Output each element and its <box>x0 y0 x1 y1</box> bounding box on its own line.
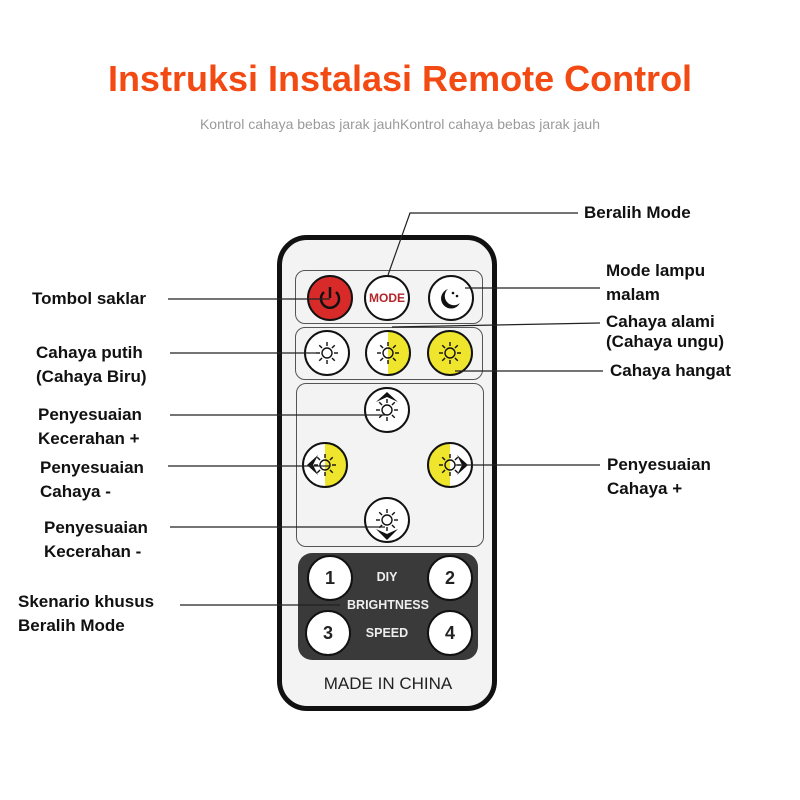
sun-icon <box>314 454 336 476</box>
scene-button-2[interactable]: 2 <box>427 555 473 601</box>
power-icon <box>319 287 341 309</box>
arrow-down-icon <box>376 529 398 540</box>
sun-icon <box>376 509 398 531</box>
made-in-label: MADE IN CHINA <box>323 674 453 693</box>
speed-label: SPEED <box>365 626 409 640</box>
natural-light-button[interactable] <box>365 330 411 376</box>
brightness-up-button[interactable] <box>364 387 410 433</box>
label-cahaya-alami: Cahaya alami (Cahaya ungu) <box>606 312 725 351</box>
label-cahaya-putih: Cahaya putih (Cahaya Biru) <box>36 343 147 386</box>
color-down-button[interactable] <box>302 442 348 488</box>
scene-button-1[interactable]: 1 <box>307 555 353 601</box>
power-button[interactable] <box>307 275 353 321</box>
diy-label: DIY <box>376 570 398 584</box>
label-cahaya-hangat: Cahaya hangat <box>610 361 731 380</box>
label-cahaya-plus: Penyesuaian Cahaya + <box>607 455 711 498</box>
warm-light-button[interactable] <box>427 330 473 376</box>
arrow-left-icon <box>307 455 318 475</box>
label-kecerahan-plus: Penyesuaian Kecerahan + <box>38 405 142 448</box>
label-kecerahan-minus: Penyesuaian Kecerahan - <box>44 518 148 561</box>
brightness-label: BRIGHTNESS <box>347 598 429 612</box>
subtitle: Kontrol cahaya bebas jarak jauhKontrol c… <box>199 116 601 132</box>
page-title: Instruksi Instalasi Remote Control <box>107 58 693 99</box>
sun-icon <box>439 342 461 364</box>
label-beralih-mode: Beralih Mode <box>584 203 691 222</box>
night-mode-button[interactable] <box>428 275 474 321</box>
label-mode-lampu-malam: Mode lampu malam <box>606 261 706 304</box>
scene-button-3[interactable]: 3 <box>305 610 351 656</box>
btn-label: 4 <box>444 622 455 643</box>
mode-button-label: MODE <box>369 291 405 305</box>
btn-label: 2 <box>444 567 455 588</box>
arrow-up-icon <box>376 392 398 402</box>
label-tombol-saklar: Tombol saklar <box>32 289 146 308</box>
label-skenario: Skenario khusus Beralih Mode <box>18 592 155 635</box>
sun-icon <box>377 342 399 364</box>
btn-label: 1 <box>324 567 335 588</box>
label-cahaya-minus: Penyesuaian Cahaya - <box>40 458 144 501</box>
mode-button[interactable]: MODE <box>364 275 410 321</box>
btn-label: 3 <box>322 622 333 643</box>
moon-icon <box>441 289 460 309</box>
scene-button-4[interactable]: 4 <box>427 610 473 656</box>
sun-icon <box>316 342 338 364</box>
